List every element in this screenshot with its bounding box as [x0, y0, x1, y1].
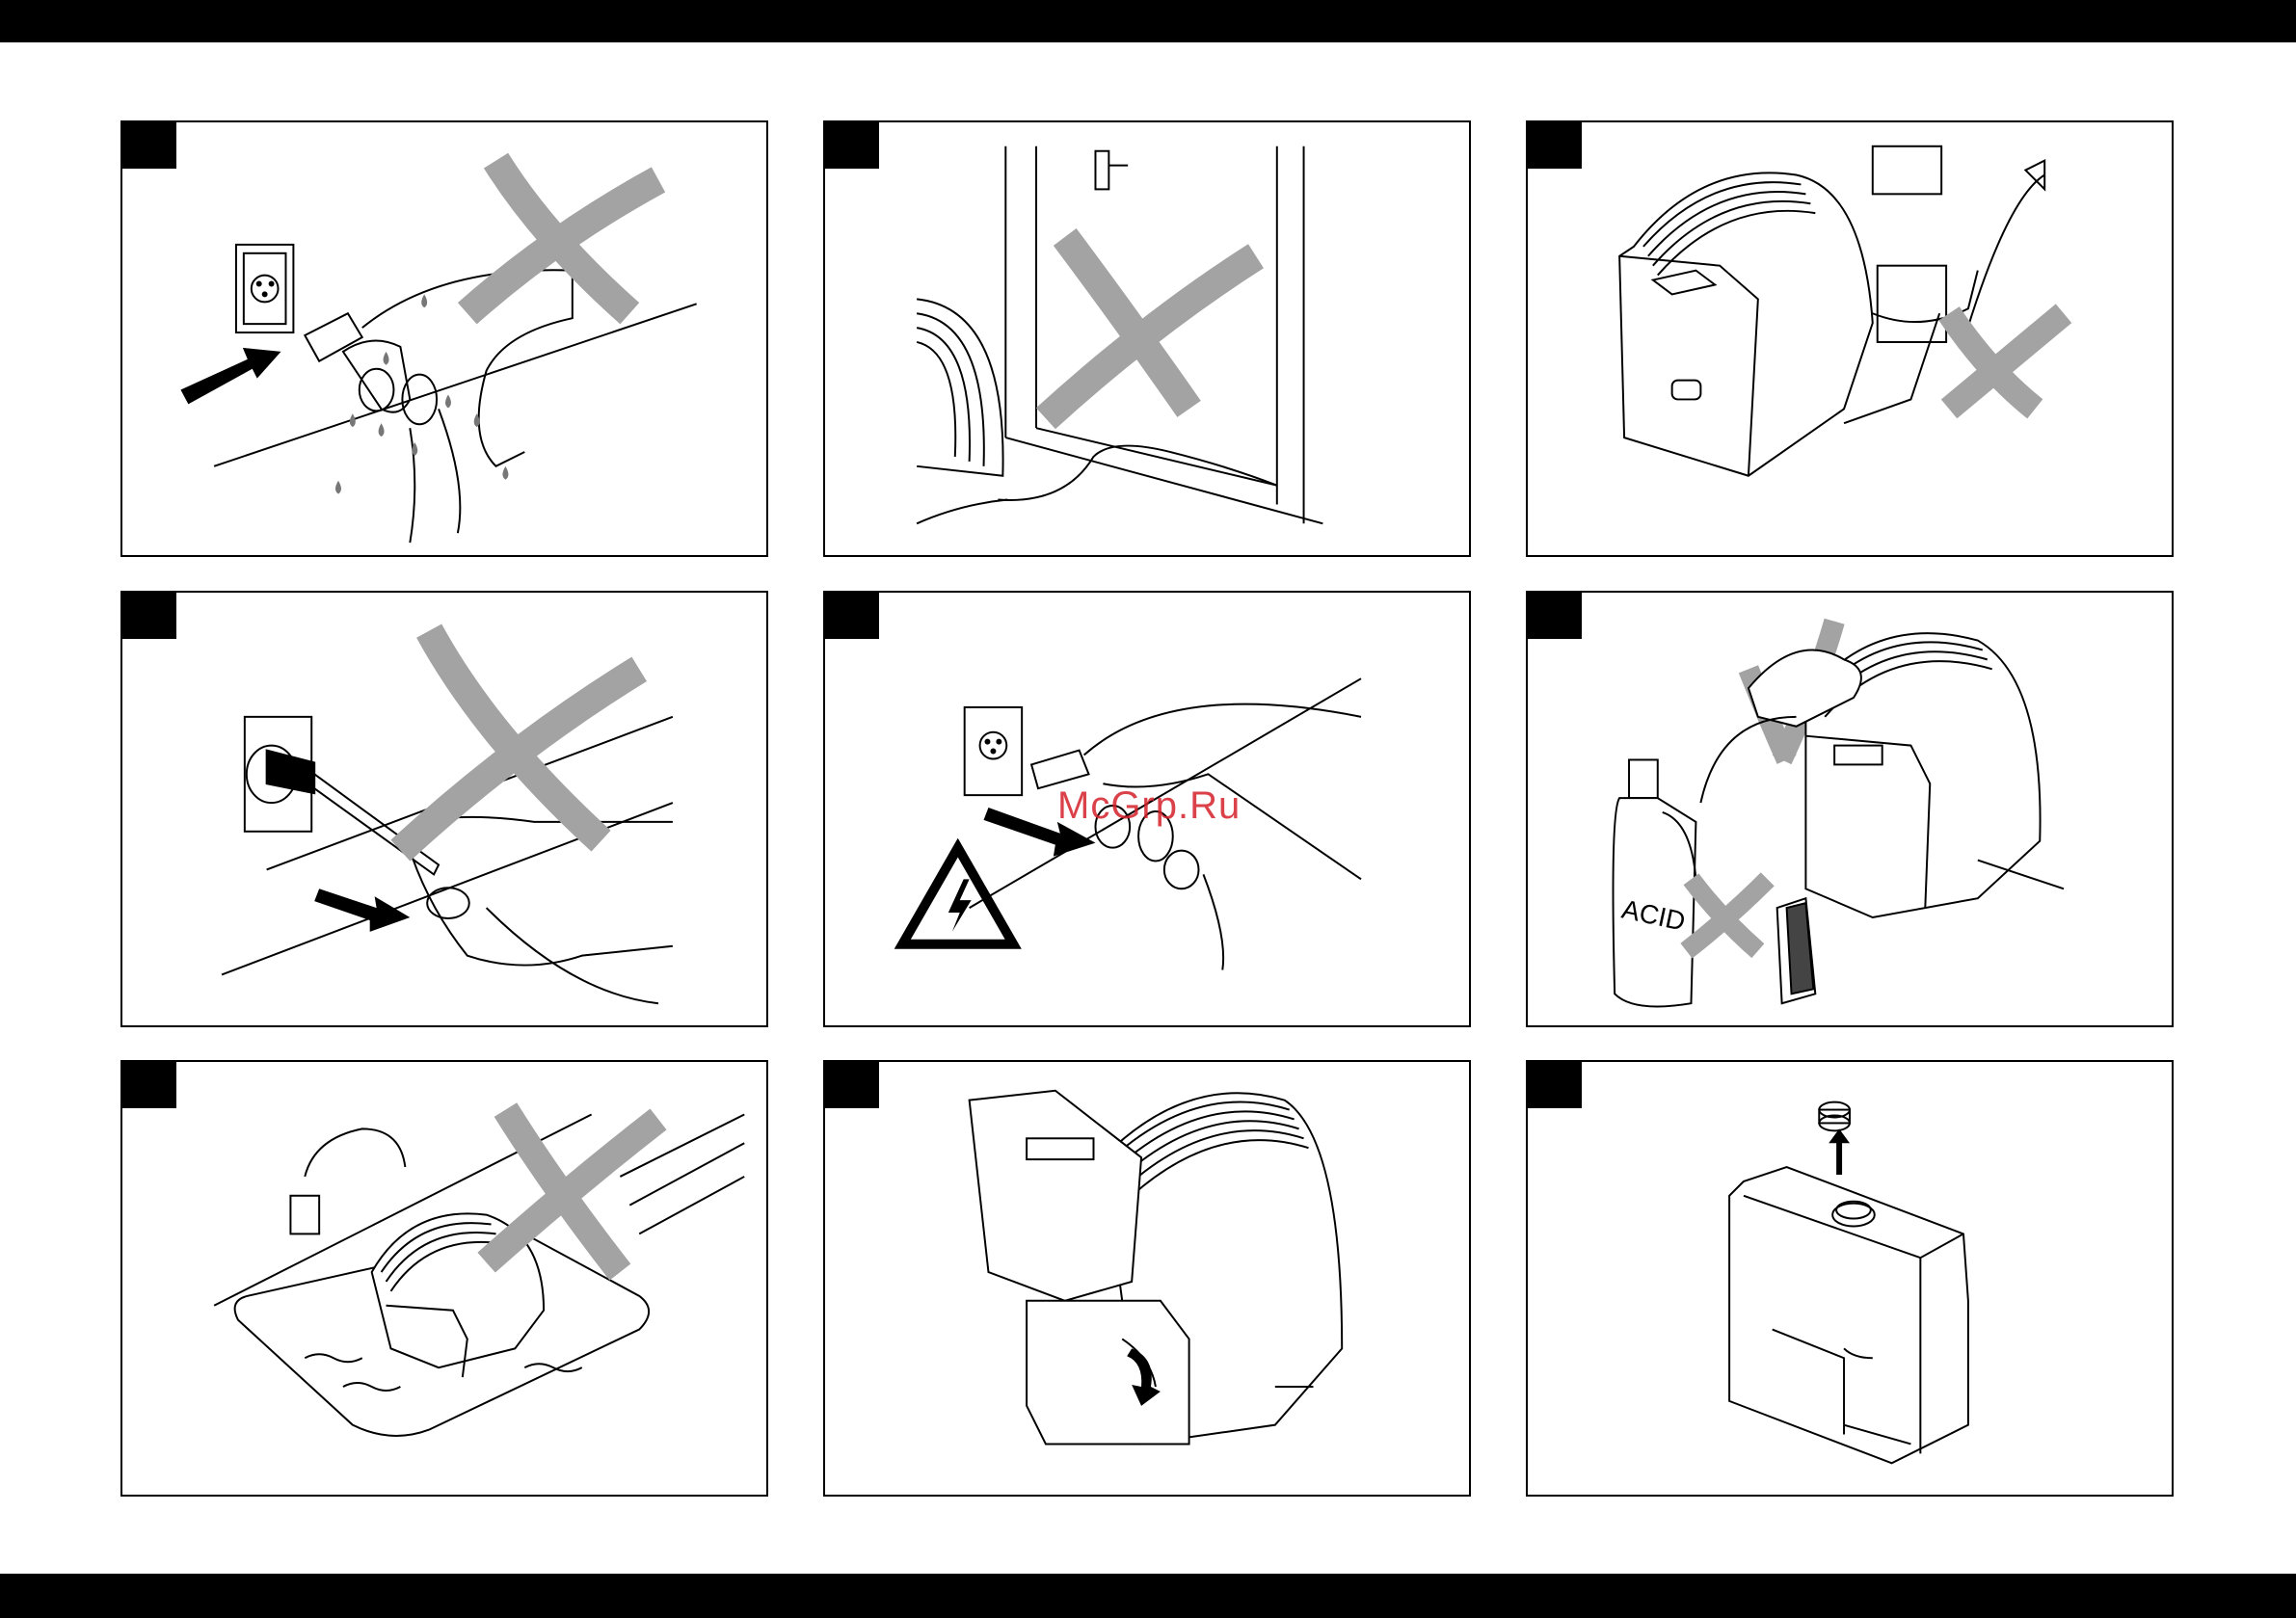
- remove-tank-illustration: [825, 1062, 1469, 1495]
- panel-step-on-cord: [1526, 120, 2174, 557]
- pull-cord-illustration: [122, 593, 766, 1025]
- wet-hands-illustration: [122, 122, 766, 555]
- panel-wet-hands: [120, 120, 768, 557]
- door-cord-illustration: [825, 122, 1469, 555]
- panel-pull-by-cord: [120, 591, 768, 1027]
- panel-cleaning-no-acid: ACID: [1526, 591, 2174, 1027]
- panel-unscrew-cap: [1526, 1060, 2174, 1497]
- panel-remove-tank: [823, 1060, 1471, 1497]
- cleaning-illustration: ACID: [1528, 593, 2172, 1025]
- panel-wash-in-sink: [120, 1060, 768, 1497]
- tank-cap-illustration: [1528, 1062, 2172, 1495]
- sink-illustration: [122, 1062, 766, 1495]
- panel-cord-under-door: [823, 120, 1471, 557]
- electric-warning-icon: [902, 848, 1013, 944]
- step-cord-illustration: [1528, 122, 2172, 555]
- watermark: McGrp.Ru: [1057, 784, 1241, 828]
- top-black-band: [0, 0, 2296, 42]
- bottom-black-band: [0, 1574, 2296, 1618]
